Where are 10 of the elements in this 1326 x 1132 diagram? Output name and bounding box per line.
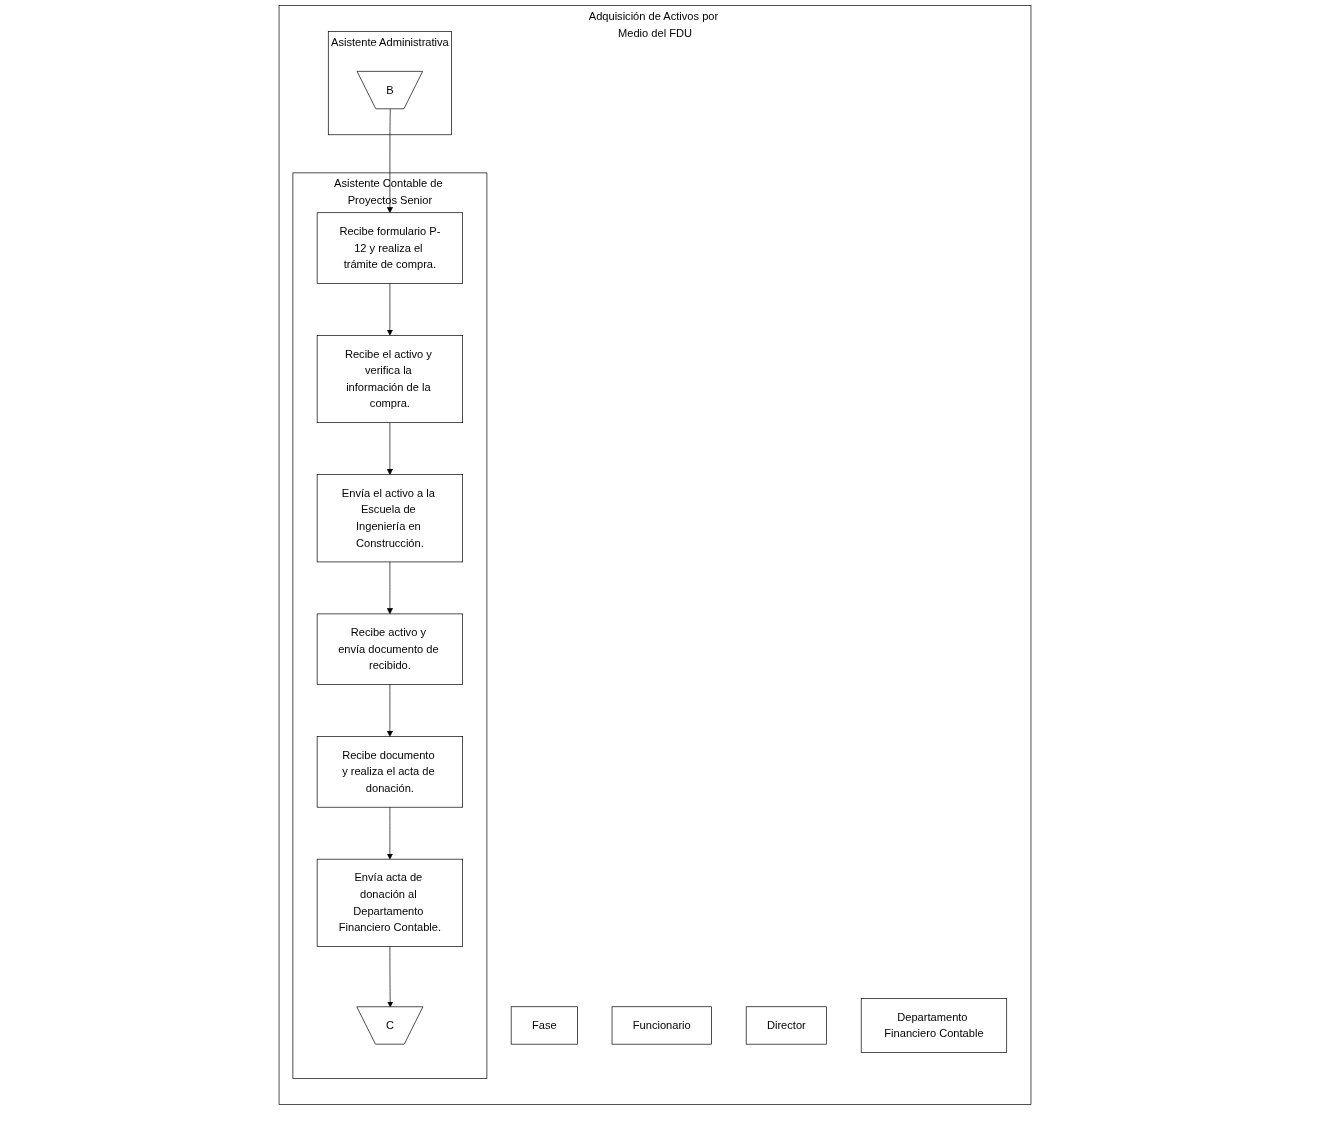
node-box: Funcionario: [611, 1006, 712, 1045]
node-box: Recibe activo y envía documento de recibido.: [316, 613, 463, 685]
node-box: Envía el activo a la Escuela de Ingeniería en Construcción.: [316, 474, 463, 563]
node-box: Recibe formulario P-12 y realiza el trámite de compra.: [316, 212, 463, 284]
node-box: Fase: [510, 1006, 578, 1045]
node-box: Recibe el activo y verifica la información de la compra.: [316, 335, 463, 423]
node-box: Envía acta de donación al Departamento Financiero Contable.: [316, 858, 463, 947]
node-box: Recibe documento y realiza el acta de donación.: [316, 736, 463, 808]
node-box: Departamento Financiero Contable: [860, 998, 1008, 1053]
node-box: Director: [745, 1006, 827, 1045]
